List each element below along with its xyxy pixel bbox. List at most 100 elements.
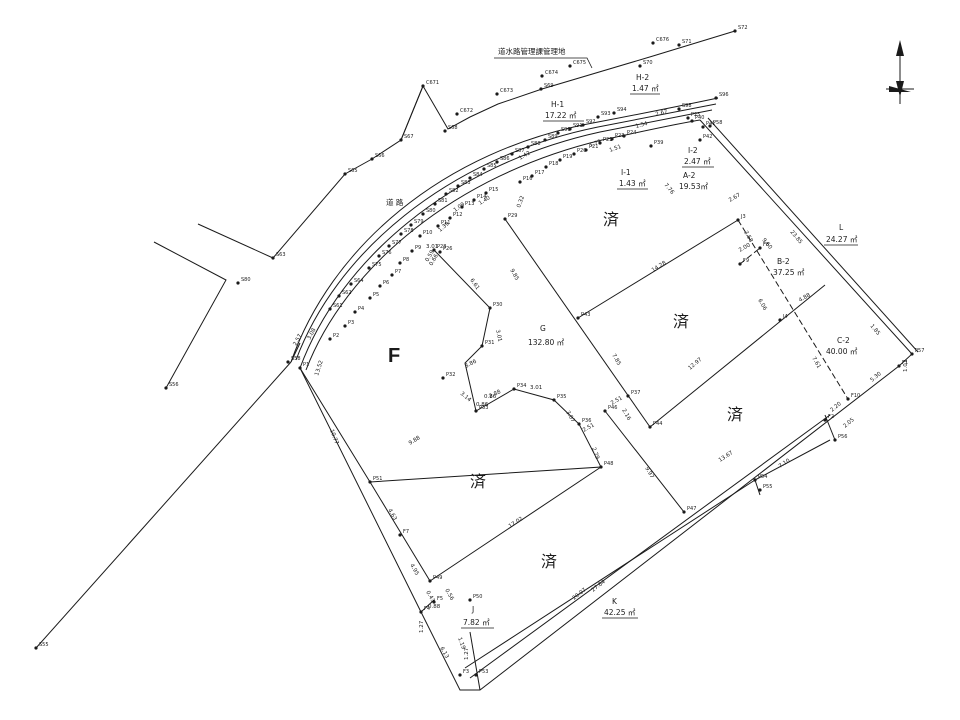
survey-point-label: S86 [500, 156, 510, 162]
survey-point: P51 [368, 476, 382, 484]
survey-point-label: S90 [561, 127, 571, 133]
survey-point-label: P58 [713, 120, 722, 126]
parcel-i2: I-2 2.47 ㎡ [682, 146, 714, 168]
dimension-label: 3.01 [426, 244, 438, 250]
survey-point-marker [398, 533, 402, 537]
survey-point: P14 [472, 194, 486, 202]
survey-point-label: S84 [473, 172, 483, 178]
survey-point: F7 [398, 529, 409, 537]
survey-point-label: S66 [375, 153, 385, 159]
survey-point-label: S98 [682, 103, 692, 109]
dimension-label: 0.88 [428, 604, 441, 610]
survey-point-marker [558, 158, 562, 162]
survey-point-marker [410, 249, 414, 253]
survey-point-marker [758, 488, 762, 492]
svg-text:A-2: A-2 [683, 171, 696, 180]
survey-point-label: J3 [740, 214, 746, 220]
survey-point-label: F3 [463, 669, 469, 675]
survey-point-marker [377, 254, 381, 258]
survey-point: C672 [455, 108, 473, 116]
survey-point-label: P33 [479, 405, 488, 411]
svg-text:42.25 ㎡: 42.25 ㎡ [604, 608, 636, 617]
survey-point: S82 [444, 188, 459, 196]
survey-point-label: P26 [443, 246, 452, 252]
survey-point-marker [436, 224, 440, 228]
dimension-label: 1.54 [635, 121, 649, 130]
dimension-label: 2.67 [655, 109, 669, 118]
dimension-label: 3.58 [742, 230, 754, 244]
survey-point-label: F5 [437, 596, 443, 602]
dimension-label: 3.08 [306, 327, 317, 341]
survey-point-label: P6 [383, 280, 389, 286]
dimension-label: 9.88 [408, 435, 422, 447]
dimension-label: 2.67 [728, 192, 742, 204]
survey-point-label: S80 [241, 277, 251, 283]
survey-point-label: P36 [582, 418, 591, 424]
survey-point-label: P39 [654, 140, 663, 146]
survey-point-marker [539, 87, 543, 91]
dimension-label: 1.85 [868, 323, 881, 337]
dimension-label: 1.51 [609, 144, 623, 154]
dimension-label: 0.66 [429, 253, 441, 267]
dimension-label: 1.19 [456, 637, 466, 651]
survey-point-marker [368, 480, 372, 484]
survey-point: P35 [552, 394, 566, 402]
survey-point-label: S69 [544, 83, 554, 89]
survey-point-label: P35 [557, 394, 566, 400]
svg-text:40.00 ㎡: 40.00 ㎡ [826, 347, 858, 356]
settled-mark: 済 [673, 312, 689, 331]
survey-point-label: S67 [404, 134, 414, 140]
survey-point-label: S88 [531, 141, 541, 147]
dimension-label: 3.01 [530, 385, 542, 391]
survey-point: F2 [823, 414, 834, 422]
survey-point-label: S78 [404, 228, 414, 234]
dimension-label: 2.05 [842, 417, 856, 430]
survey-point-label: P7 [395, 269, 401, 275]
survey-point-marker [512, 387, 516, 391]
survey-point-marker [419, 610, 423, 614]
svg-text:J: J [471, 605, 474, 614]
survey-point-label: P31 [485, 340, 494, 346]
survey-point-marker [622, 134, 626, 138]
survey-point: S77 [387, 240, 402, 248]
survey-point: S86 [495, 156, 510, 164]
survey-point: P44 [648, 421, 662, 429]
dimension-label: 6.13 [438, 646, 450, 660]
survey-point-marker [584, 148, 588, 152]
dimension-label: 10.77 [328, 429, 339, 446]
survey-point-label: C676 [656, 37, 669, 43]
parcel-h2: H-2 1.47 ㎡ [630, 73, 660, 95]
survey-point: S69 [539, 83, 554, 91]
survey-point: F10 [846, 393, 860, 401]
settled-mark: 済 [603, 210, 619, 229]
survey-point-marker [568, 64, 572, 68]
survey-point: S91 [568, 123, 583, 131]
survey-point-label: P3 [348, 320, 354, 326]
dimension-label: 3.07 [564, 410, 576, 424]
survey-point: S96 [714, 92, 729, 100]
survey-point-label: P13 [465, 201, 474, 207]
survey-point-marker [482, 167, 486, 171]
survey-point: C676 [651, 37, 669, 45]
survey-point-label: F9 [743, 258, 749, 264]
dimension-label: 3.86 [464, 358, 478, 369]
svg-text:C-2: C-2 [837, 336, 850, 345]
dimension-label: 2.51 [582, 422, 596, 433]
survey-point: C675 [568, 60, 586, 68]
survey-point: C674 [540, 70, 558, 78]
survey-point: S58 [286, 356, 301, 364]
survey-point-marker [418, 234, 422, 238]
survey-point-label: C671 [426, 80, 439, 86]
survey-point-marker [910, 352, 914, 356]
survey-point-label: S64 [354, 278, 364, 284]
survey-point-marker [596, 115, 600, 119]
survey-point: S67 [399, 134, 414, 142]
survey-point-label: P37 [631, 390, 640, 396]
svg-text:19.53㎡: 19.53㎡ [679, 182, 708, 191]
survey-point: S63 [271, 252, 286, 260]
svg-text:132.80 ㎡: 132.80 ㎡ [528, 338, 565, 347]
settled-mark: 済 [727, 405, 743, 424]
survey-point-label: S87 [515, 148, 525, 154]
